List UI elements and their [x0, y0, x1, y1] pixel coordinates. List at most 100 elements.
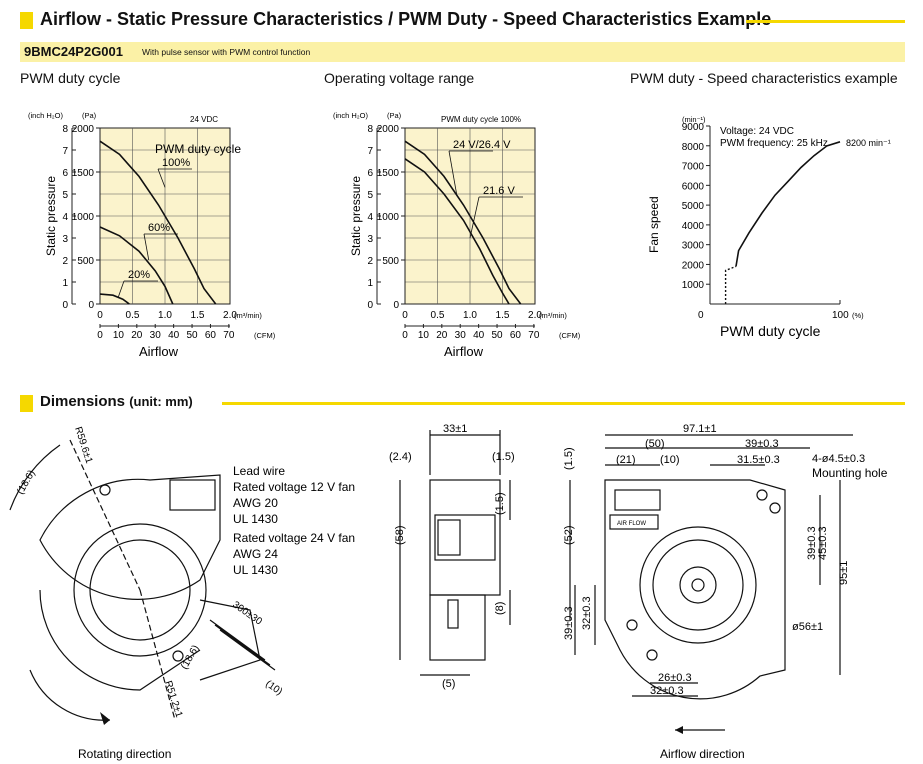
- d50-label: (50): [645, 438, 665, 450]
- dimensions-title: Dimensions (unit: mm): [40, 393, 193, 410]
- header-rule: [746, 20, 905, 23]
- y-tick-label-inch: 3: [367, 234, 373, 245]
- x-unit-cfm: (CFM): [559, 331, 581, 340]
- x-tick-label-cfm: 50: [186, 330, 198, 341]
- d315-label: 31.5±0.3: [737, 454, 780, 466]
- dimensions-header: Dimensions (unit: mm): [20, 392, 905, 416]
- y-tick-label: 1000: [682, 280, 705, 291]
- side-lower-body: [429, 594, 486, 661]
- x-tick-label-cfm: 20: [131, 330, 143, 341]
- series-line: [735, 141, 841, 267]
- y-unit-inch: (inch H₂O): [333, 111, 369, 120]
- y-tick-label: 9000: [682, 122, 705, 133]
- side-hub: [437, 519, 461, 556]
- series-label: 100%: [162, 157, 190, 169]
- x-unit-m3: (m³/min): [234, 311, 262, 320]
- r51-label: R51.2±1: [162, 680, 184, 720]
- d10-label: (10): [263, 678, 284, 697]
- series-label: 24 V/26.4 V: [453, 139, 511, 151]
- y-tick-label-pa: 1500: [377, 168, 400, 179]
- x-tick-label-cfm: 40: [473, 330, 485, 341]
- y-tick-label-inch: 5: [62, 190, 68, 201]
- y-tick-label: 8000: [682, 142, 705, 153]
- series-label: 20%: [128, 269, 150, 281]
- x-tick-label-m3: 1.5: [496, 310, 510, 321]
- series-label: 60%: [148, 222, 170, 234]
- legend-title: PWM duty cycle: [155, 142, 241, 156]
- y-tick-label-pa: 1000: [72, 212, 95, 223]
- y-tick-label-inch: 6: [367, 168, 373, 179]
- rated-12-label: Rated voltage 12 V fan: [233, 480, 355, 494]
- top-mount-hole-1: [756, 489, 768, 501]
- x-tick-label-cfm: 70: [528, 330, 540, 341]
- y-tick-label-inch: 2: [62, 256, 68, 267]
- series-leader: [448, 150, 458, 197]
- x-tick-label-m3: 0: [402, 310, 408, 321]
- housing-lower-curve: [39, 589, 201, 691]
- d15a-label: (1.5): [492, 451, 515, 463]
- header-square-icon: [20, 12, 33, 29]
- end-label: 8200 min⁻¹: [846, 138, 891, 148]
- x-tick-label-cfm: 60: [205, 330, 217, 341]
- top-housing-outline: [604, 479, 786, 700]
- d26-label: 26±0.3: [658, 672, 692, 684]
- x-tick-label-cfm: 0: [97, 330, 103, 341]
- annotation: PWM duty cycle 100%: [441, 115, 521, 124]
- x-axis-title: Airflow: [444, 344, 484, 359]
- mount-hole-2: [99, 484, 111, 496]
- x-unit-m3: (m³/min): [539, 311, 567, 320]
- airflow-plate-text: AIR FLOW: [617, 521, 646, 527]
- x-tick-label-cfm: 10: [113, 330, 125, 341]
- y-tick-label: 5000: [682, 201, 705, 212]
- top-mount-hole-4: [646, 649, 658, 661]
- y-tick-label-inch: 8: [367, 124, 373, 135]
- side-body: [429, 479, 501, 596]
- y-tick-label-inch: 7: [367, 146, 373, 157]
- x-tick-label-cfm: 10: [418, 330, 430, 341]
- d39w-label: 39±0.3: [745, 438, 779, 450]
- drawing-front-view: Lead wire Rated voltage 12 V fan AWG 20 …: [9, 426, 355, 761]
- x-tick-label-cfm: 40: [168, 330, 180, 341]
- d971-label: 97.1±1: [683, 423, 717, 435]
- y-tick-label-pa: 500: [77, 256, 94, 267]
- top-mount-hole-2: [769, 502, 781, 514]
- y-tick-label: 6000: [682, 181, 705, 192]
- model-number: 9BMC24P2G001: [24, 44, 123, 59]
- y-tick-label: 7000: [682, 162, 705, 173]
- model-band: 9BMC24P2G001 With pulse sensor with PWM …: [20, 42, 905, 62]
- dimensions-rule: [222, 402, 905, 405]
- y-unit-inch: (inch H₂O): [28, 111, 64, 120]
- annotation: 24 VDC: [190, 115, 218, 124]
- d45-label: 45±0.3: [817, 526, 829, 560]
- hole-label: 4-ø4.5±0.3: [812, 453, 865, 465]
- y-unit-pa: (Pa): [82, 111, 97, 120]
- section-pwm-duty: PWM duty cycle: [20, 70, 121, 86]
- series-leader: [117, 280, 125, 298]
- center-line-2: [139, 589, 176, 721]
- y-axis-title: Fan speed: [647, 196, 661, 253]
- y-tick-label-pa: 2000: [377, 124, 400, 135]
- annotation-frequency: PWM frequency: 25 kHz: [720, 138, 828, 149]
- y-tick-label-pa: 1500: [72, 168, 95, 179]
- d24-label: (2.4): [389, 451, 412, 463]
- drawing-top-view: 97.1±1 (50) 39±0.3 (21) (10) 31.5±0.3 (1…: [563, 423, 888, 761]
- d95-label: 95±1: [838, 561, 850, 585]
- label-plate: [169, 479, 216, 511]
- y-axis-title: Static pressure: [349, 176, 363, 256]
- series-leader: [157, 168, 166, 188]
- dimensions-title-text: Dimensions: [40, 393, 126, 410]
- top-label-plate: [614, 489, 661, 511]
- y-unit: (min⁻¹): [682, 115, 706, 124]
- x-unit-cfm: (CFM): [254, 331, 276, 340]
- x-tick-label-m3: 0: [97, 310, 103, 321]
- y-unit-pa: (Pa): [387, 111, 402, 120]
- series-leader: [469, 196, 480, 239]
- d8-label: (8): [494, 602, 506, 615]
- y-tick-label-inch: 8: [62, 124, 68, 135]
- annotation-voltage: Voltage: 24 VDC: [720, 126, 794, 137]
- top-shaft: [691, 578, 705, 592]
- top-impeller-inner: [652, 539, 744, 631]
- rotating-direction-label: Rotating direction: [78, 747, 171, 761]
- y-tick-label: 4000: [682, 221, 705, 232]
- d5-label: (5): [442, 678, 455, 690]
